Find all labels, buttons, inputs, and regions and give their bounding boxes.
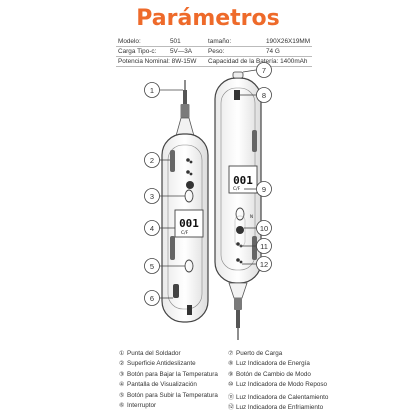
spec-label: tamaño: xyxy=(208,38,232,45)
standby-indicator-icon xyxy=(236,226,244,234)
specs-table: Modelo: 501 tamaño: 190X26X19MM Carga Ti… xyxy=(116,37,312,67)
spec-label: Modelo: xyxy=(118,38,141,45)
callout-number: 11 xyxy=(260,242,268,251)
callout-number: 12 xyxy=(260,260,268,269)
legend-number: ⑪ xyxy=(228,394,235,401)
legend-label: Interruptor xyxy=(127,401,157,409)
legend-number: ② xyxy=(119,361,125,368)
legend-number: ③ xyxy=(119,371,125,378)
display-unit: C/F xyxy=(233,186,241,192)
spec-row: Potencia Nominal: 8W-15W Capacidad de la… xyxy=(116,57,312,67)
callout-number: 8 xyxy=(262,91,266,100)
spec-value: 5V—3A xyxy=(170,48,193,55)
left-soldering-iron: 001 C/F xyxy=(161,80,209,323)
legend-number: ⑩ xyxy=(228,382,234,389)
tip-collar xyxy=(228,282,248,299)
callout-number: 4 xyxy=(150,224,154,233)
legend-number: ⑨ xyxy=(228,371,234,378)
charging-port xyxy=(232,71,244,79)
power-indicator-light xyxy=(234,90,240,100)
grip-ridges xyxy=(252,130,257,260)
spec-label: Potencia Nominal: 8W-15W xyxy=(118,58,197,65)
grip-ridges xyxy=(170,150,175,260)
mode-switch-button xyxy=(235,207,245,221)
legend-label: Botón para Subir la Temperatura xyxy=(127,391,218,399)
legend-label: Luz Indicadora de Modo Reposo xyxy=(236,381,328,389)
tip-shaft xyxy=(183,90,187,106)
legend-number: ⑦ xyxy=(228,351,234,357)
callout-numbers: 1 2 3 4 5 6 7 8 9 10 11 12 xyxy=(150,66,268,303)
spec-value: 501 xyxy=(170,38,181,45)
spec-row: Carga Tipo-c: 5V—3A Peso: 74 G xyxy=(116,47,312,57)
legend-label: Luz Indicadora de Enfriamiento xyxy=(236,403,324,411)
legend-number: ① xyxy=(119,351,125,357)
callout-number: 9 xyxy=(262,185,266,194)
spec-label: Carga Tipo-c: xyxy=(118,48,157,55)
display-unit: C/F xyxy=(181,230,189,236)
power-switch xyxy=(173,284,179,298)
mode-indicator-icon xyxy=(186,181,194,189)
legend-label: Superficie Antideslizante xyxy=(127,360,196,368)
small-mark: N xyxy=(250,214,253,219)
indicator-lights xyxy=(236,242,243,264)
tip-sleeve xyxy=(234,298,242,310)
display-screen xyxy=(174,209,204,238)
spec-row: Modelo: 501 tamaño: 190X26X19MM xyxy=(116,37,312,47)
right-soldering-iron: 001 C/F N xyxy=(214,71,262,340)
legend-label: Botón para Bajar la Temperatura xyxy=(127,370,218,378)
display-temperature: 001 xyxy=(233,174,253,187)
legend-label: Pantalla de Visualización xyxy=(127,381,197,389)
tip-collar xyxy=(175,117,195,137)
display-screen xyxy=(228,165,258,194)
callout-number: 1 xyxy=(150,86,154,95)
display-temperature: 001 xyxy=(179,217,199,230)
legend-number: ⑥ xyxy=(119,402,125,409)
legend-label: Puerto de Carga xyxy=(236,350,283,357)
tip-shaft xyxy=(236,310,240,328)
legend-number: ④ xyxy=(119,382,125,389)
tip-sleeve xyxy=(180,104,190,118)
callout-number: 6 xyxy=(150,294,154,303)
callout-number: 10 xyxy=(260,224,268,233)
legend-label: Luz Indicadora de Calentamiento xyxy=(236,393,329,401)
page-title: Parámetros xyxy=(136,6,280,31)
callout-number: 3 xyxy=(150,192,154,201)
legend-number: ⑤ xyxy=(119,392,125,399)
left-bottom-port xyxy=(187,305,192,315)
legend-number: ⑧ xyxy=(228,361,234,368)
callout-number: 2 xyxy=(150,156,154,165)
legend-label: Botón de Cambio de Modo xyxy=(236,370,311,378)
spec-label: Capacidad de la Batería: 1400mAh xyxy=(208,58,308,65)
spec-value: 74 G xyxy=(266,48,280,55)
indicator-lights xyxy=(186,158,193,176)
callouts xyxy=(144,62,272,306)
callout-number: 7 xyxy=(262,66,266,75)
callout-number: 5 xyxy=(150,262,154,271)
legend-label: Punta del Soldador xyxy=(127,350,181,357)
spec-label: Peso: xyxy=(208,48,225,55)
legend-label: Luz Indicadora de Energía xyxy=(236,360,310,368)
spec-value: 190X26X19MM xyxy=(266,38,311,45)
legend-number: ⑫ xyxy=(228,404,235,411)
